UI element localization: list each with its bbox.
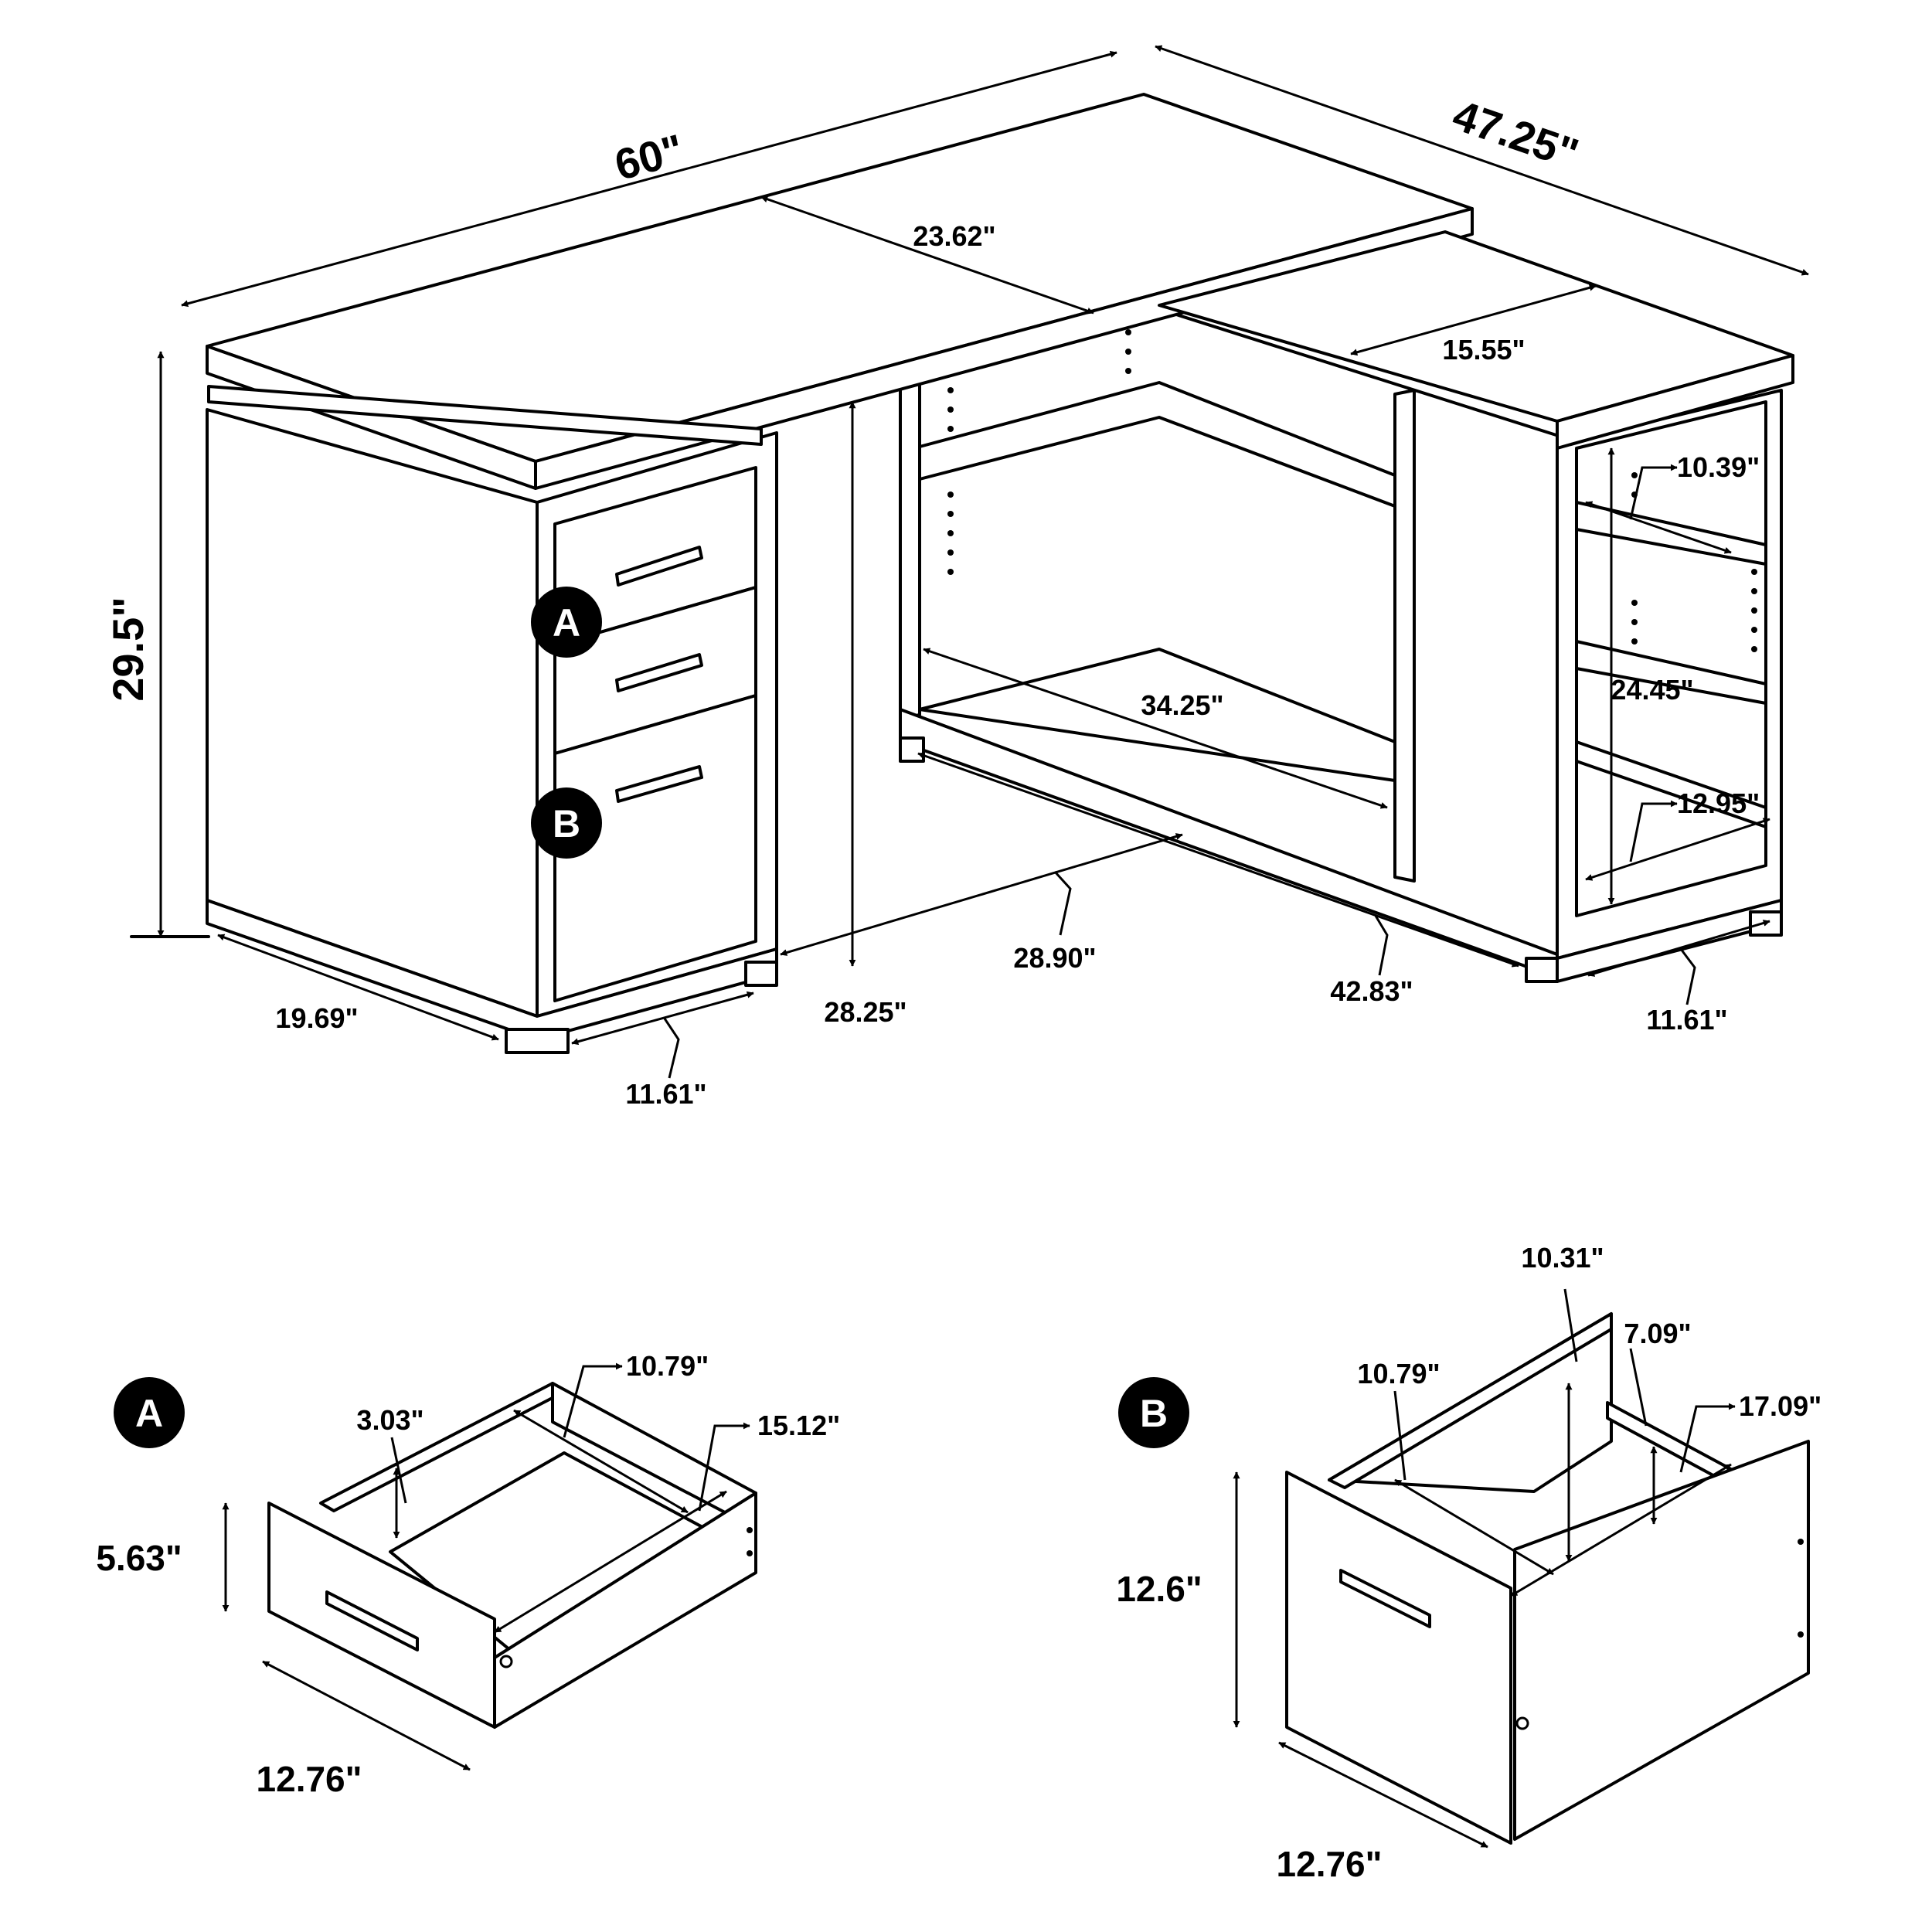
return-length-leader [1374, 915, 1389, 976]
knee-width-label: 28.90" [1013, 942, 1096, 974]
badge-b: B [531, 787, 602, 859]
desk-dimensions: 60" 47.25" 23.62" 15.55" 29.5" 28.25" 34… [104, 45, 1809, 1110]
drawer-b-inner-depth-leader [1679, 1403, 1736, 1473]
svg-text:A: A [135, 1392, 163, 1435]
return-top-depth-arrow [1350, 284, 1597, 356]
return-foot-right [1525, 957, 1559, 983]
drawer-a-inner-depth-leader [698, 1422, 750, 1512]
top-depth-arrow [760, 196, 1094, 315]
drawer-a-inner-width-label: 10.79" [626, 1350, 709, 1382]
desk-drawing: A B [206, 93, 1794, 1054]
drawer-b-front[interactable] [553, 694, 757, 1002]
pedestal-depth-arrow [217, 934, 499, 1041]
drawer-b-inner-width-label: 10.79" [1357, 1358, 1440, 1389]
drawer-b-width-label: 12.76" [1277, 1844, 1383, 1884]
drawer-b-rail-height-label: 7.09" [1624, 1318, 1691, 1349]
drawer-b-height-label: 12.6" [1116, 1569, 1202, 1609]
drawer-a-width-arrow [262, 1660, 471, 1771]
end-width-leader [1679, 948, 1696, 1005]
width-label: 60" [610, 124, 689, 189]
shelf-depth-lower-arrow [1585, 818, 1770, 881]
drawer-handle[interactable] [615, 765, 703, 803]
drawer-b-inner-height-leader [1563, 1288, 1578, 1362]
return-top-depth-label: 15.55" [1442, 334, 1525, 366]
drawer-a-width-label: 12.76" [257, 1759, 362, 1799]
drawer-a-inner-depth-label: 15.12" [757, 1410, 840, 1441]
knee-width-arrow [780, 833, 1183, 956]
drawer-a-inner-height-leader [390, 1437, 407, 1504]
top-depth-label: 23.62" [913, 220, 995, 252]
return-depth-label: 47.25" [1447, 90, 1584, 179]
drawer-b-inner-width-leader [1393, 1390, 1406, 1481]
shelf-depth-lower-leader [1629, 800, 1678, 862]
shelf-depth-upper-arrow [1585, 501, 1732, 554]
drawer-a-badge: A [114, 1377, 185, 1448]
return-length-arrow [917, 752, 1519, 968]
drawer-b-handle[interactable] [1339, 1569, 1431, 1628]
pedestal-width-arrow [571, 991, 754, 1046]
drawer-a-handle[interactable] [325, 1590, 419, 1651]
drawer-b-hole [1515, 1716, 1529, 1730]
return-cabinet-front-frame [899, 373, 921, 720]
drawer-handle[interactable] [615, 653, 703, 692]
desktop-underside-rail [207, 385, 763, 446]
shelf-depth-lower-label: 12.95" [1677, 787, 1760, 819]
drawer-b-inner-depth-label: 17.09" [1739, 1390, 1821, 1422]
drawer-a-inner-width-leader [563, 1362, 623, 1438]
end-shelf-2 [1575, 640, 1767, 705]
height-label: 29.5" [104, 597, 152, 702]
return-divider-panel [1393, 389, 1416, 883]
badge-a: A [531, 587, 602, 658]
pedestal-foot-left [505, 1028, 570, 1054]
shelf-width-label: 34.25" [1141, 689, 1223, 721]
drawer-a-detail: A 5.63" 12.76" 3.03" 10.79" 15.12" [96, 1350, 840, 1799]
drawer-b-inner-depth-arrow [1510, 1463, 1732, 1597]
svg-text:B: B [553, 802, 580, 845]
return-foot-left [899, 736, 925, 763]
pedestal-width-label: 11.61" [625, 1078, 706, 1110]
drawer-b-badge: B [1118, 1377, 1189, 1448]
shelf-pin-holes [947, 329, 1757, 652]
pedestal-depth-label: 19.69" [275, 1002, 358, 1034]
svg-text:A: A [553, 601, 580, 645]
drawer-a-inner-height-label: 3.03" [356, 1404, 423, 1436]
drawer-b-inner-height-label: 10.31" [1521, 1242, 1604, 1274]
end-width-label: 11.61" [1646, 1004, 1727, 1036]
return-depth-arrow [1155, 45, 1809, 276]
knee-width-leader [1053, 870, 1072, 936]
end-width-arrow [1587, 920, 1770, 977]
drawer-handle[interactable] [615, 546, 703, 587]
width-arrow [181, 50, 1117, 308]
return-length-label: 42.83" [1330, 975, 1413, 1007]
shelf-depth-upper-label: 10.39" [1677, 451, 1760, 483]
return-top-edge [1556, 354, 1794, 450]
drawer-b-detail: B 12.6" 12.76" 10.79" 10.31" 7.09" 17.09… [1116, 1242, 1821, 1884]
pedestal-width-leader [663, 1018, 680, 1079]
drawer-b-left-side [1328, 1312, 1613, 1489]
svg-text:B: B [1140, 1392, 1168, 1435]
pedestal-foot-right [744, 961, 778, 987]
drawer-a-hole [499, 1655, 513, 1668]
drawer-b-rail-height-leader [1629, 1348, 1648, 1427]
shelf-depth-upper-leader [1629, 464, 1678, 520]
drawer-b-right-wall [1513, 1440, 1810, 1841]
drawer-b-width-arrow [1278, 1741, 1488, 1849]
drawer-a-height-label: 5.63" [96, 1538, 182, 1578]
knee-height-label: 28.25" [824, 996, 906, 1028]
side-shelf-height-label: 24.45" [1611, 674, 1693, 706]
drawer-a-inner-depth-arrow [494, 1490, 727, 1634]
